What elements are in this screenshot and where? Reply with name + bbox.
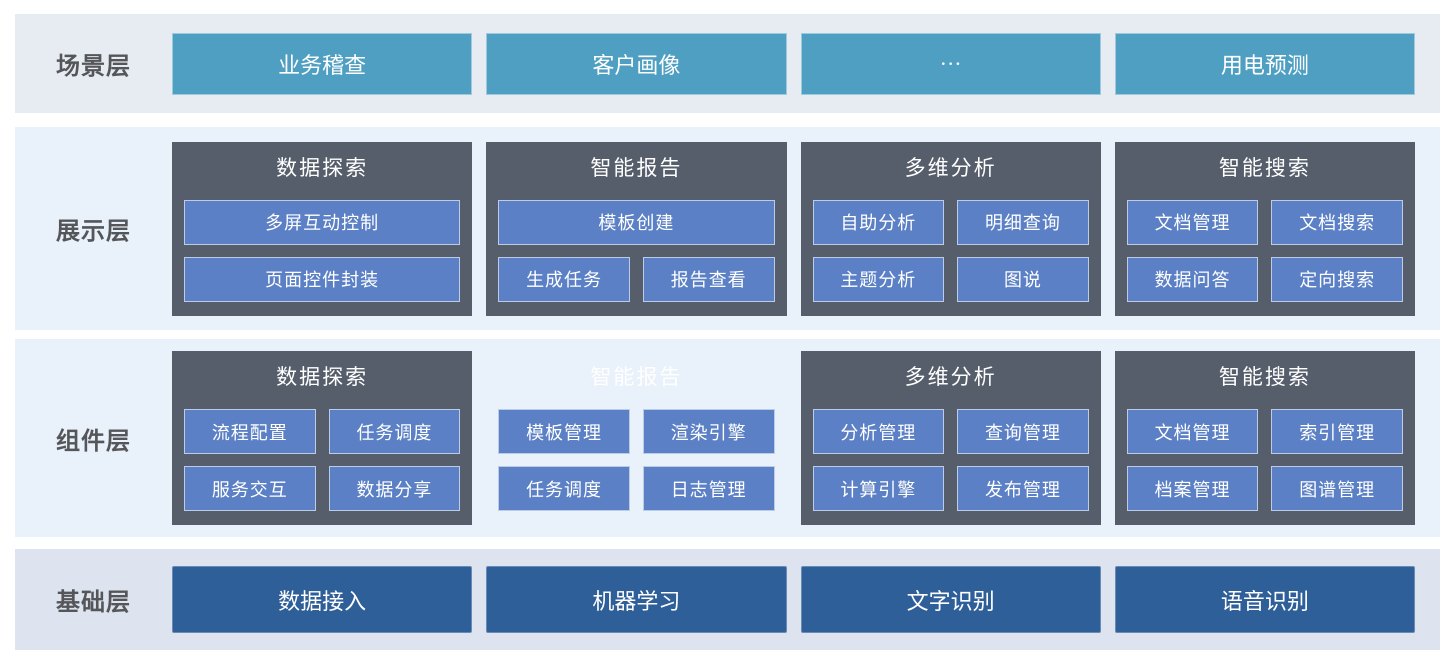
module-button[interactable]: 文档搜索 bbox=[1271, 199, 1403, 245]
module-button[interactable]: 任务调度 bbox=[498, 466, 630, 511]
module-button[interactable]: 发布管理 bbox=[957, 466, 1089, 511]
module-card-row: 生成任务报告查看 bbox=[498, 256, 775, 302]
module-card: 多维分析分析管理查询管理计算引擎发布管理 bbox=[800, 351, 1101, 525]
module-button[interactable]: 生成任务 bbox=[498, 256, 630, 302]
module-button[interactable]: 文档管理 bbox=[1126, 199, 1259, 245]
layer-label-foundation: 基础层 bbox=[56, 589, 131, 616]
module-card: 智能搜索文档管理文档搜索数据问答定向搜索 bbox=[1114, 141, 1415, 316]
module-button[interactable]: 流程配置 bbox=[184, 409, 316, 454]
module-card-row: 数据问答定向搜索 bbox=[1126, 256, 1403, 302]
scenario-layer-band: 场景层 业务稽查客户画像···用电预测 bbox=[15, 14, 1440, 113]
module-button[interactable]: 查询管理 bbox=[957, 409, 1089, 454]
module-card: 数据探索多屏互动控制页面控件封装 bbox=[172, 141, 473, 316]
module-card-title: 智能搜索 bbox=[1218, 155, 1311, 180]
module-card-row: 自助分析明细查询 bbox=[812, 199, 1089, 245]
module-button[interactable]: 计算引擎 bbox=[812, 466, 945, 511]
layer-label-scenario: 场景层 bbox=[56, 53, 131, 80]
module-button[interactable]: 分析管理 bbox=[812, 409, 945, 454]
foundation-button[interactable]: 数据接入 bbox=[172, 566, 473, 633]
module-button[interactable]: 渲染引擎 bbox=[642, 409, 775, 454]
module-card-row: 计算引擎发布管理 bbox=[812, 466, 1089, 511]
module-button[interactable]: 主题分析 bbox=[812, 256, 945, 302]
module-button[interactable]: 图说 bbox=[957, 256, 1089, 302]
module-card-row: 主题分析图说 bbox=[812, 256, 1089, 302]
presentation-layer-content: 数据探索多屏互动控制页面控件封装智能报告模板创建生成任务报告查看多维分析自助分析… bbox=[172, 141, 1440, 316]
module-button[interactable]: 数据分享 bbox=[328, 466, 461, 511]
scenario-button[interactable]: ··· bbox=[800, 32, 1101, 95]
module-button[interactable]: 图谱管理 bbox=[1271, 466, 1403, 511]
foundation-layer-content: 数据接入机器学习文字识别语音识别 bbox=[172, 566, 1440, 633]
module-card-row: 任务调度日志管理 bbox=[498, 466, 775, 511]
module-card-title: 多维分析 bbox=[904, 155, 997, 180]
component-layer-content: 数据探索流程配置任务调度服务交互数据分享智能报告模板管理渲染引擎任务调度日志管理… bbox=[172, 351, 1440, 525]
module-button[interactable]: 定向搜索 bbox=[1271, 256, 1403, 302]
module-card: 数据探索流程配置任务调度服务交互数据分享 bbox=[172, 351, 473, 525]
module-card-title: 数据探索 bbox=[276, 155, 369, 180]
module-card-row: 流程配置任务调度 bbox=[184, 409, 461, 454]
layer-label-component: 组件层 bbox=[56, 427, 131, 455]
module-card-row: 模板管理渲染引擎 bbox=[498, 409, 775, 454]
module-button[interactable]: 文档管理 bbox=[1126, 409, 1259, 454]
module-button[interactable]: 索引管理 bbox=[1271, 409, 1403, 454]
scenario-button[interactable]: 用电预测 bbox=[1114, 32, 1415, 95]
module-card-row: 模板创建 bbox=[498, 199, 775, 245]
foundation-layer-band: 基础层 数据接入机器学习文字识别语音识别 bbox=[15, 549, 1440, 650]
scenario-button[interactable]: 业务稽查 bbox=[172, 32, 473, 95]
module-card-title: 数据探索 bbox=[276, 365, 369, 389]
module-button[interactable]: 档案管理 bbox=[1126, 466, 1259, 511]
module-card-row: 文档管理索引管理 bbox=[1126, 409, 1403, 454]
module-card-row: 多屏互动控制 bbox=[184, 199, 461, 245]
module-button[interactable]: 模板创建 bbox=[498, 199, 775, 245]
foundation-button[interactable]: 文字识别 bbox=[800, 566, 1101, 633]
module-card-title: 多维分析 bbox=[904, 365, 997, 389]
component-layer-band: 组件层 数据探索流程配置任务调度服务交互数据分享智能报告模板管理渲染引擎任务调度… bbox=[15, 339, 1440, 537]
scenario-button[interactable]: 客户画像 bbox=[486, 32, 787, 95]
layer-label-presentation: 展示层 bbox=[56, 218, 131, 245]
module-card: 智能搜索文档管理索引管理档案管理图谱管理 bbox=[1114, 351, 1415, 525]
module-button[interactable]: 页面控件封装 bbox=[184, 256, 461, 302]
module-button[interactable]: 任务调度 bbox=[328, 409, 461, 454]
module-card-row: 服务交互数据分享 bbox=[184, 466, 461, 511]
module-button[interactable]: 报告查看 bbox=[642, 256, 775, 302]
module-button[interactable]: 自助分析 bbox=[812, 199, 945, 245]
scenario-layer-content: 业务稽查客户画像···用电预测 bbox=[172, 32, 1440, 95]
foundation-button[interactable]: 语音识别 bbox=[1114, 566, 1415, 633]
module-button[interactable]: 日志管理 bbox=[642, 466, 775, 511]
presentation-layer-band: 展示层 数据探索多屏互动控制页面控件封装智能报告模板创建生成任务报告查看多维分析… bbox=[15, 127, 1440, 330]
module-card: 智能报告模板管理渲染引擎任务调度日志管理 bbox=[486, 351, 786, 525]
foundation-button[interactable]: 机器学习 bbox=[486, 566, 787, 633]
module-card-row: 档案管理图谱管理 bbox=[1126, 466, 1403, 511]
module-card-row: 分析管理查询管理 bbox=[812, 409, 1089, 454]
module-card-row: 页面控件封装 bbox=[184, 256, 461, 302]
module-card-title: 智能搜索 bbox=[1218, 365, 1311, 389]
module-button[interactable]: 多屏互动控制 bbox=[184, 199, 461, 245]
module-button[interactable]: 服务交互 bbox=[184, 466, 316, 511]
module-card: 智能报告模板创建生成任务报告查看 bbox=[486, 141, 787, 316]
module-button[interactable]: 模板管理 bbox=[498, 409, 630, 454]
module-card-title: 智能报告 bbox=[590, 365, 683, 389]
module-button[interactable]: 数据问答 bbox=[1126, 256, 1259, 302]
module-button[interactable]: 明细查询 bbox=[957, 199, 1089, 245]
module-card-row: 文档管理文档搜索 bbox=[1126, 199, 1403, 245]
module-card: 多维分析自助分析明细查询主题分析图说 bbox=[800, 141, 1101, 316]
module-card-title: 智能报告 bbox=[590, 155, 683, 180]
